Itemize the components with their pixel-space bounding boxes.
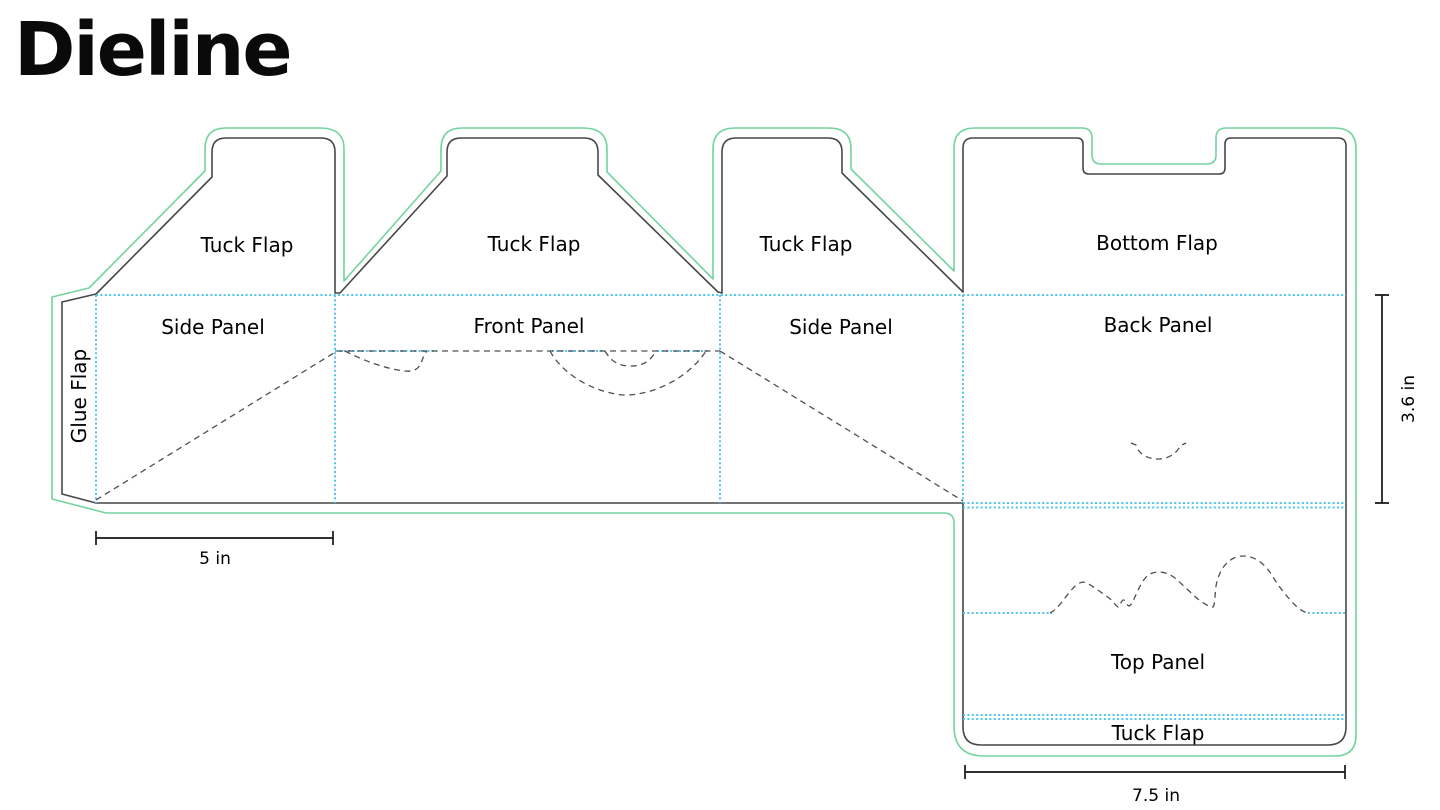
label-back-panel: Back Panel bbox=[1104, 313, 1213, 337]
perf-front-dip-large bbox=[549, 350, 707, 396]
perf-front-dip-1 bbox=[344, 350, 428, 372]
perf-top-panel-wave bbox=[1049, 555, 1309, 614]
label-top-panel: Top Panel bbox=[1110, 650, 1205, 674]
dimension-lines bbox=[95, 294, 1389, 779]
perf-front-dip-small bbox=[604, 350, 657, 367]
page-title: Dieline bbox=[14, 7, 293, 93]
bleed-outline bbox=[51, 127, 1357, 757]
label-glue-flap: Glue Flap bbox=[67, 349, 91, 443]
label-tuck-flap-3: Tuck Flap bbox=[759, 232, 853, 256]
dimension-label-5in: 5 in bbox=[199, 549, 231, 569]
label-side-panel-2: Side Panel bbox=[789, 315, 893, 339]
label-tuck-flap-2: Tuck Flap bbox=[487, 232, 581, 256]
label-tuck-flap-bottom: Tuck Flap bbox=[1111, 721, 1205, 745]
crease-lines bbox=[95, 350, 1309, 614]
fold-lines bbox=[95, 294, 1346, 720]
label-bottom-flap: Bottom Flap bbox=[1096, 231, 1218, 255]
panel-labels: Tuck Flap Tuck Flap Tuck Flap Bottom Fla… bbox=[67, 231, 1218, 745]
dimension-label-7.5in: 7.5 in bbox=[1132, 786, 1180, 806]
dimension-line-5in bbox=[95, 531, 334, 545]
label-front-panel: Front Panel bbox=[474, 314, 585, 338]
label-side-panel-1: Side Panel bbox=[161, 315, 265, 339]
crease-diagonal-side2 bbox=[719, 350, 964, 502]
label-tuck-flap-1: Tuck Flap bbox=[200, 233, 294, 257]
dimension-line-7.5in bbox=[964, 765, 1346, 779]
dimension-line-3.6in bbox=[1375, 294, 1389, 504]
dimension-labels: 5 in 3.6 in 7.5 in bbox=[199, 375, 1419, 806]
crease-diagonal-side1 bbox=[95, 350, 338, 501]
cut-outline bbox=[61, 137, 1347, 746]
perf-back-thumb-notch bbox=[1130, 442, 1187, 460]
dimension-label-3.6in: 3.6 in bbox=[1399, 375, 1419, 423]
